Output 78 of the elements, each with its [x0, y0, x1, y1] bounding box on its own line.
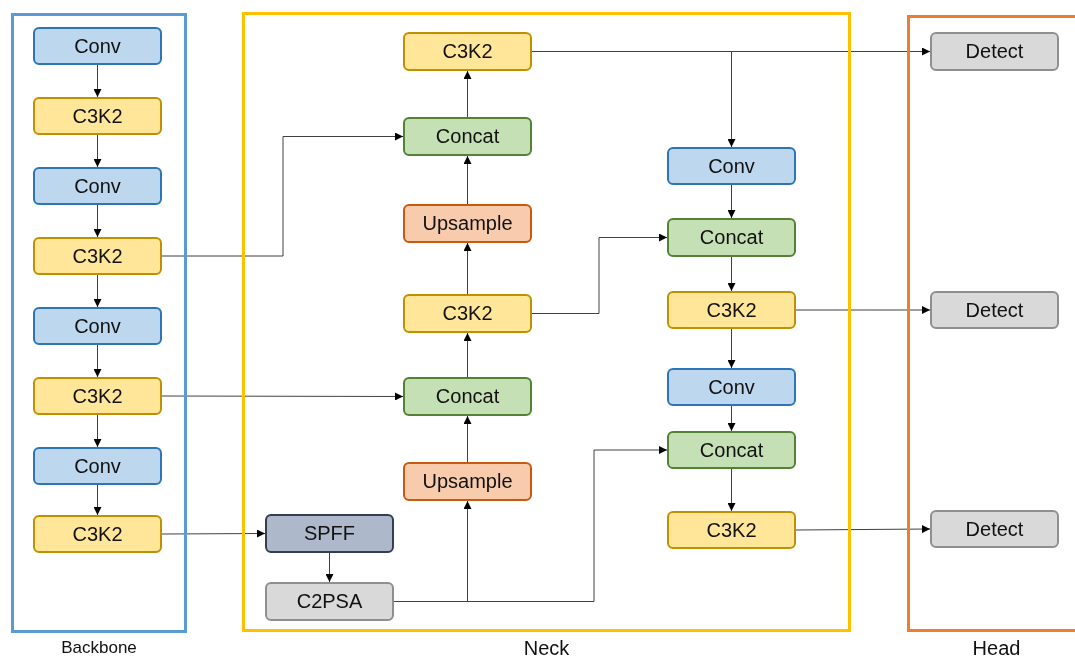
block-box: [930, 32, 1059, 71]
block-box: [403, 117, 532, 156]
block-label: C3K2: [706, 518, 757, 542]
block-label: SPFF: [303, 522, 356, 545]
block-box: [667, 368, 796, 406]
arrow: [795, 306, 931, 314]
block-label: Upsample: [422, 212, 513, 235]
block-box: [33, 27, 162, 65]
block-box: [667, 291, 796, 329]
group-label: Neck: [523, 637, 570, 659]
block-box: [667, 147, 796, 185]
block-label: C3K2: [72, 522, 123, 546]
arrow: [93, 204, 102, 238]
block-box: [33, 97, 162, 135]
block-box: [403, 204, 532, 243]
arrow: [93, 344, 102, 378]
block-label: C3K2: [442, 40, 493, 63]
block-box: [930, 291, 1059, 329]
block-label: Conv: [74, 454, 121, 478]
arrow: [161, 132, 404, 257]
block-label: Conv: [74, 174, 121, 198]
block-box: [33, 237, 162, 275]
block-box: [667, 511, 796, 549]
block-label: C3K2: [72, 244, 123, 268]
arrow: [93, 274, 102, 308]
block-box: [33, 167, 162, 205]
group-label: Backbone: [61, 638, 137, 658]
block-label: Concat: [435, 125, 500, 148]
arrow: [727, 184, 736, 219]
arrow: [531, 233, 668, 314]
block-label: Concat: [435, 385, 500, 408]
block-label: Conv: [74, 314, 121, 338]
arrow: [463, 155, 472, 205]
block-label: C3K2: [72, 384, 123, 408]
block-label: C2PSA: [296, 590, 363, 613]
arrow: [93, 484, 102, 516]
arrow: [463, 70, 472, 118]
block-box: [403, 377, 532, 416]
block-label: C3K2: [72, 104, 123, 128]
block-label: Detect: [965, 298, 1024, 322]
arrow: [727, 405, 736, 432]
arrow: [93, 64, 102, 98]
block-box: [403, 294, 532, 333]
arrow: [161, 392, 404, 401]
block-label: Detect: [965, 517, 1024, 541]
block-label: Conv: [74, 34, 121, 58]
arrow: [463, 242, 472, 295]
group-label: Head: [972, 637, 1021, 659]
arrow: [795, 525, 931, 534]
block-box: [403, 462, 532, 501]
block-label: C3K2: [706, 298, 757, 322]
arrow: [727, 328, 736, 369]
arrow: [727, 256, 736, 292]
arrow: [93, 134, 102, 168]
block-box: [265, 514, 394, 553]
arrow: [463, 415, 472, 463]
block-box: [33, 515, 162, 553]
block-box: [667, 431, 796, 469]
block-label: Conv: [708, 154, 755, 178]
block-label: Concat: [699, 438, 764, 462]
block-label: C3K2: [442, 302, 493, 325]
block-box: [33, 307, 162, 345]
arrow: [325, 552, 334, 583]
block-label: Upsample: [422, 470, 513, 493]
arrow: [463, 332, 472, 378]
arrow: [531, 51, 736, 148]
block-box: [403, 32, 532, 71]
block-box: [33, 377, 162, 415]
block-label: Conv: [708, 375, 755, 399]
block-box: [930, 510, 1059, 548]
arrow: [161, 529, 266, 538]
block-box: [33, 447, 162, 485]
arrow: [727, 468, 736, 512]
block-label: Detect: [965, 40, 1024, 63]
arrow: [93, 414, 102, 448]
block-box: [667, 218, 796, 257]
block-label: Concat: [699, 226, 764, 249]
block-box: [265, 582, 394, 621]
